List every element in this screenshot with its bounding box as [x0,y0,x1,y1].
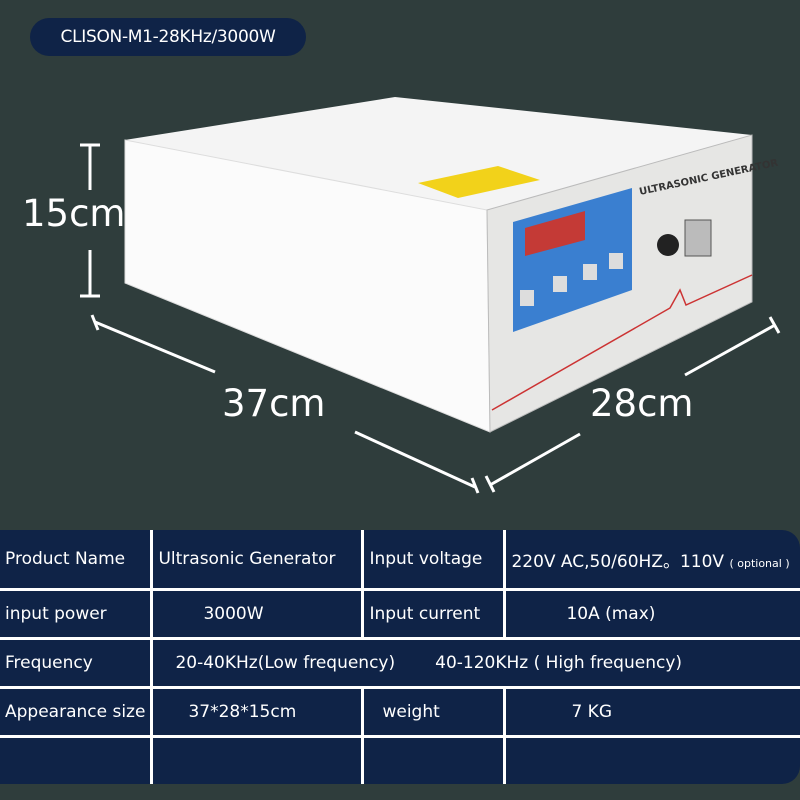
length-dimension: 37cm [222,382,326,425]
button-timer [553,276,567,292]
height-dimension: 15cm [22,192,126,235]
empty-cell [361,735,507,784]
button-up [609,253,623,269]
table-row-empty [0,735,800,784]
table-row: Frequency 20-40KHz(Low frequency) 40-120K… [0,637,800,689]
low-frequency: 20-40KHz(Low frequency) [175,653,396,673]
spec-label: input power [0,588,154,640]
yellow-label [418,166,540,198]
power-switch [684,219,712,257]
spec-label: Appearance size [0,686,154,738]
power-knob [657,234,679,256]
table-row: input power 3000W Input current 10A (max… [0,588,800,640]
spec-table: Product Name Ultrasonic Generator Input … [0,530,800,784]
red-stripe [491,274,753,411]
width-dimension: 28cm [590,382,694,425]
model-title: CLISON-M1-28KHz/3000W [30,18,306,56]
spec-label: weight [361,686,507,738]
spec-value: 220V AC,50/60HZ。110V ( optional ) [503,530,800,591]
spec-value: 20-40KHz(Low frequency) 40-120KHz ( High … [150,637,800,689]
spec-value: 37*28*15cm [150,686,365,738]
product-image: ULTRASONIC GENERATOR [80,97,781,494]
led-display [525,211,585,256]
button-f [520,290,534,306]
empty-cell [503,735,800,784]
box-top [125,97,752,210]
spec-label: Input current [361,588,507,640]
voltage-value: 220V AC,50/60HZ。110V [511,551,725,572]
high-frequency: 40-120KHz ( High frequency) [435,653,683,673]
table-row: Appearance size 37*28*15cm weight 7 KG [0,686,800,738]
spec-label: Product Name [0,530,154,591]
spec-value: 7 KG [503,686,800,738]
optional-note: ( optional ) [729,556,790,570]
empty-cell [0,735,154,784]
spec-value: Ultrasonic Generator [150,530,365,591]
spec-value: 10A (max) [503,588,800,640]
dimension-lines [80,143,781,494]
button-down [583,264,597,280]
empty-cell [150,735,365,784]
spec-value: 3000W [150,588,365,640]
spec-label: Frequency [0,637,154,689]
table-row: Product Name Ultrasonic Generator Input … [0,530,800,591]
spec-label: Input voltage [361,530,507,591]
